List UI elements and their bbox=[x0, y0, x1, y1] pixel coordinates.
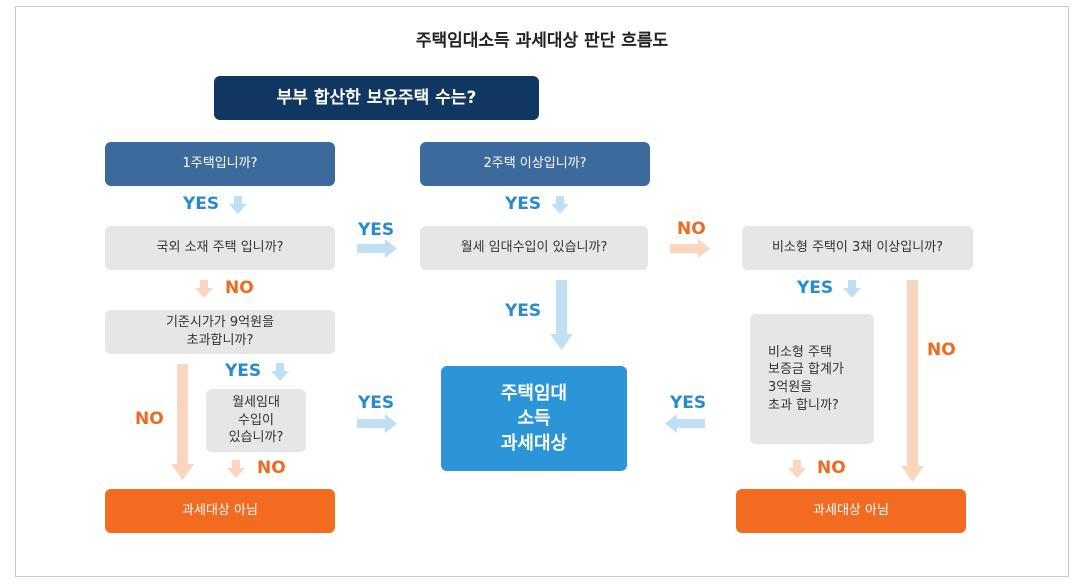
arrow-right-leftrent-to-taxable bbox=[357, 414, 397, 433]
not-taxable-left: 과세대상 아님 bbox=[105, 489, 335, 533]
arrow-down-price-to-rent bbox=[271, 363, 289, 381]
yes-label: YES bbox=[358, 220, 395, 240]
arrow-long-small-to-nottax bbox=[901, 280, 924, 482]
diagram-title: 주택임대소득 과세대상 판단 흐름도 bbox=[415, 31, 669, 51]
monthly-rent-question-left: 월세임대 수입이 있습니까? bbox=[206, 389, 306, 452]
arrow-down-small-to-deposit bbox=[843, 280, 861, 298]
root-question: 부부 합산한 보유주택 수는? bbox=[214, 76, 539, 120]
taxable-result: 주택임대 소득 과세대상 bbox=[441, 366, 627, 471]
yes-label: YES bbox=[505, 194, 542, 214]
arrow-down-deposit-to-nottax bbox=[788, 460, 806, 478]
yes-label: YES bbox=[183, 194, 220, 214]
one-house-question: 1주택입니까? bbox=[105, 142, 335, 186]
yes-label: YES bbox=[797, 278, 834, 298]
no-label: NO bbox=[927, 340, 956, 360]
no-label: NO bbox=[225, 278, 254, 298]
price-question: 기준시가가 9억원을 초과합니까? bbox=[105, 310, 335, 354]
two-plus-question: 2주택 이상입니까? bbox=[420, 142, 650, 186]
arrow-long-price-to-nottax bbox=[171, 364, 194, 480]
no-label: NO bbox=[257, 458, 286, 478]
diagram-frame bbox=[15, 6, 1069, 577]
yes-label: YES bbox=[670, 393, 707, 413]
overseas-question: 국외 소재 주택 입니까? bbox=[105, 226, 335, 270]
arrow-down-overseas-to-price bbox=[195, 280, 213, 298]
no-label: NO bbox=[135, 409, 164, 429]
yes-label: YES bbox=[505, 301, 542, 321]
no-label: NO bbox=[817, 458, 846, 478]
arrow-right-mid-to-small bbox=[670, 239, 710, 258]
arrow-right-overseas-to-mid bbox=[357, 239, 397, 258]
small-house-count-question: 비소형 주택이 3채 이상입니까? bbox=[742, 226, 973, 270]
arrow-long-mid-to-taxable bbox=[550, 280, 573, 350]
arrow-left-deposit-to-taxable bbox=[665, 414, 705, 433]
deposit-question: 비소형 주택 보증금 합계가 3억원을 초과 합니까? bbox=[750, 314, 874, 444]
no-label: NO bbox=[677, 219, 706, 239]
not-taxable-right: 과세대상 아님 bbox=[736, 489, 966, 533]
arrow-down-rent-to-nottax bbox=[227, 460, 245, 478]
monthly-rent-question-mid: 월세 임대수입이 있습니까? bbox=[420, 226, 648, 270]
arrow-down-two-to-rent bbox=[551, 196, 569, 214]
arrow-down-one-to-overseas bbox=[229, 196, 247, 214]
yes-label: YES bbox=[225, 361, 262, 381]
yes-label: YES bbox=[358, 393, 395, 413]
